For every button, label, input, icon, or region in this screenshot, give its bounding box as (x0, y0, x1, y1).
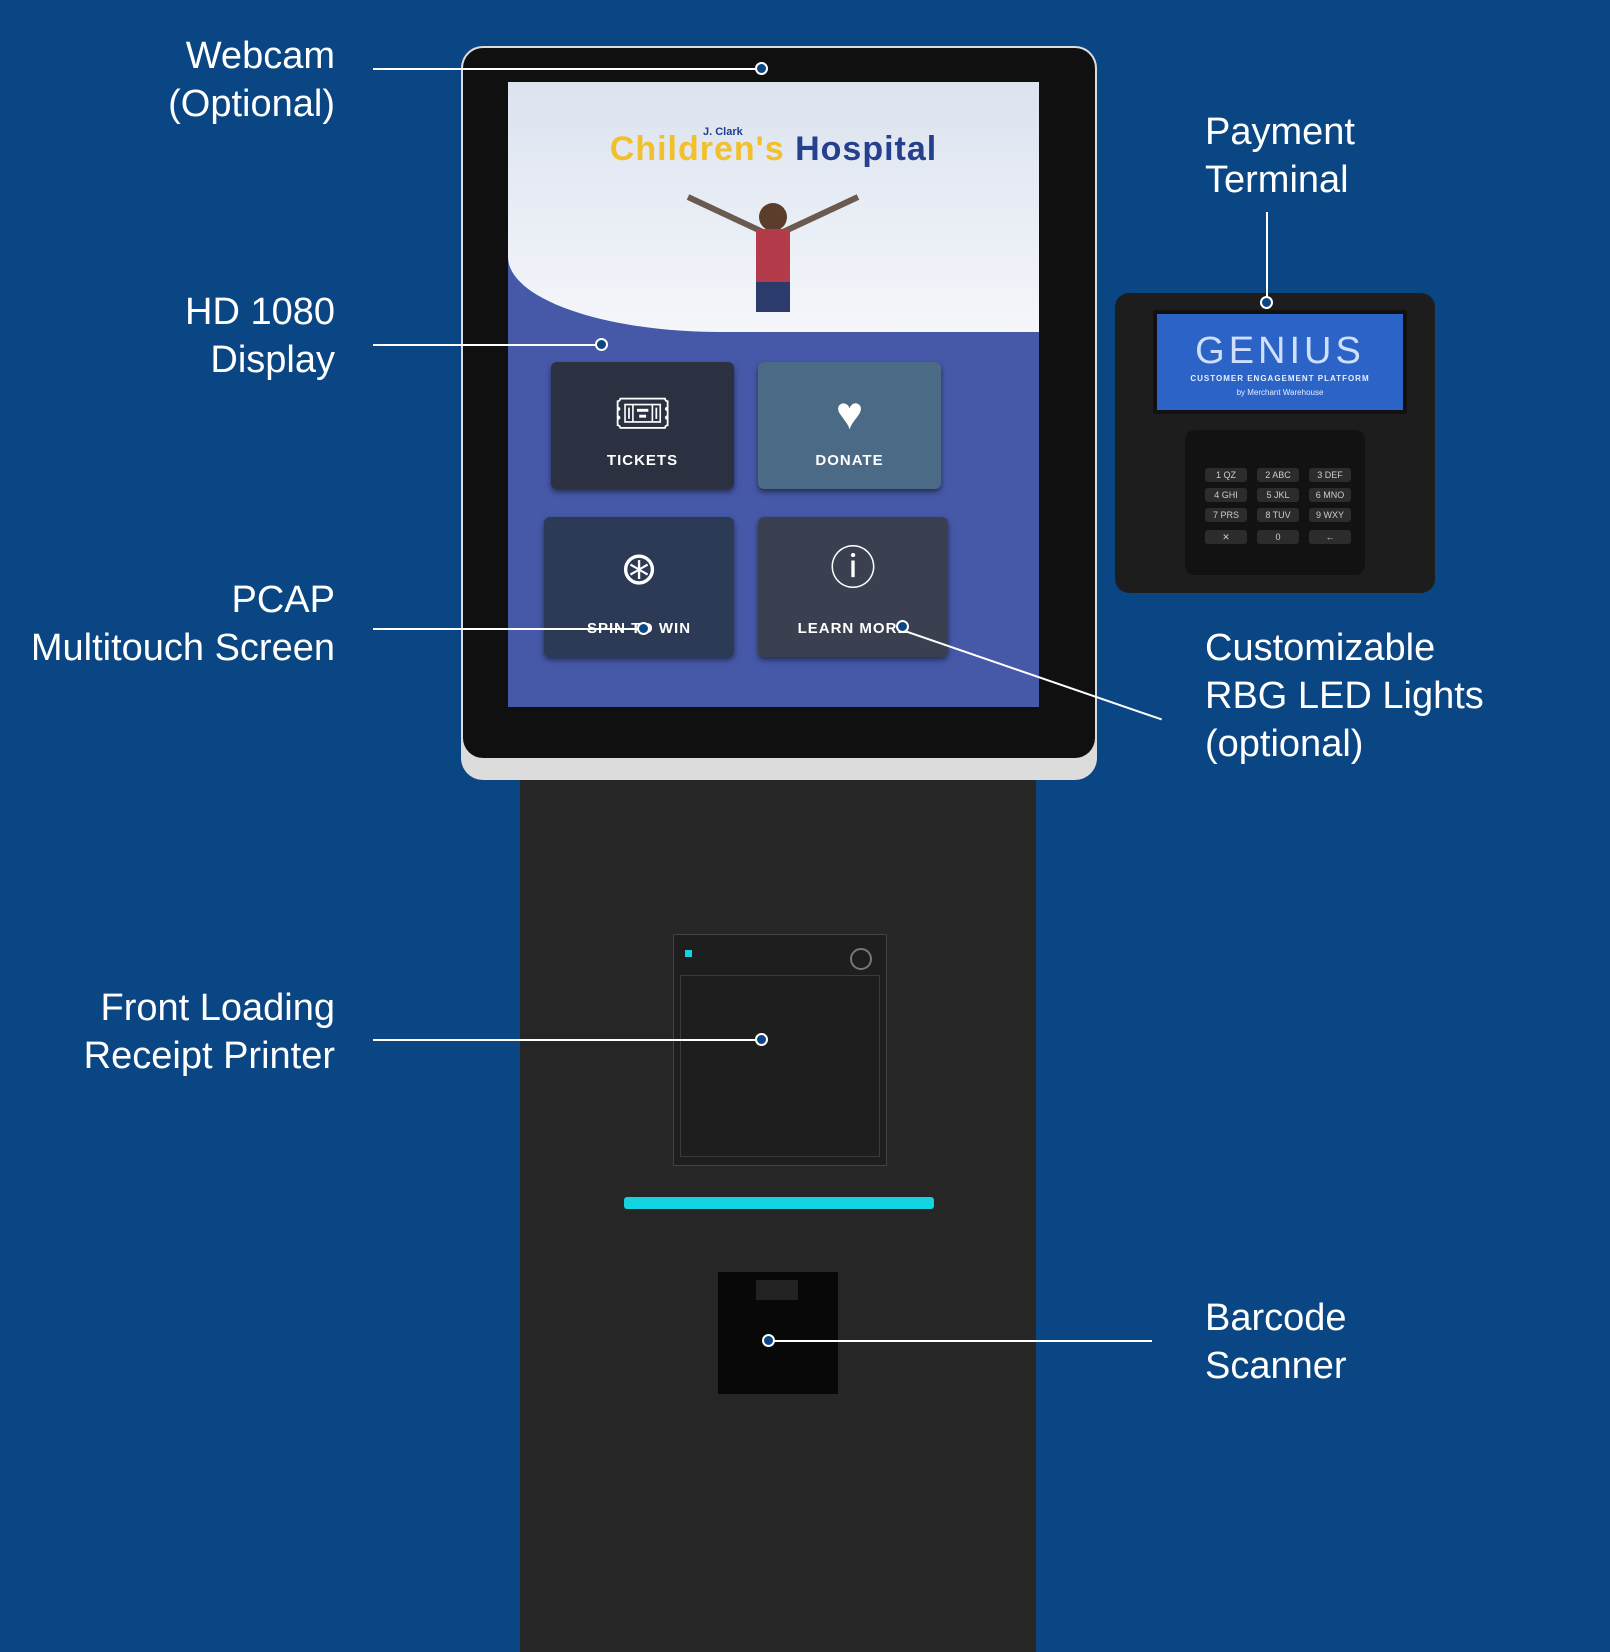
label-led: Customizable RBG LED Lights (optional) (1205, 627, 1484, 765)
key-7[interactable]: 7 PRS (1205, 508, 1247, 522)
pin-keypad: 1 QZ 2 ABC 3 DEF 4 GHI 5 JKL 6 MNO 7 PRS… (1185, 430, 1365, 575)
kiosk-stand (520, 775, 1036, 1652)
key-9[interactable]: 9 WXY (1309, 508, 1351, 522)
callout-dot-display (595, 338, 608, 351)
genius-subtitle: CUSTOMER ENGAGEMENT PLATFORM (1190, 374, 1370, 383)
key-6[interactable]: 6 MNO (1309, 488, 1351, 502)
callout-dot-led (896, 620, 909, 633)
genius-byline: by Merchant Warehouse (1236, 388, 1324, 397)
key-8[interactable]: 8 TUV (1257, 508, 1299, 522)
brand-prefix: J. Clark (703, 126, 743, 138)
label-printer: Front Loading Receipt Printer (83, 987, 335, 1077)
key-cancel[interactable]: ✕ (1205, 530, 1247, 544)
label-pcap: PCAP Multitouch Screen (30, 579, 335, 669)
label-webcam: Webcam (Optional) (168, 35, 335, 125)
donate-hand-heart-icon: ♥ (835, 387, 864, 439)
callout-line-display (373, 344, 599, 346)
key-2[interactable]: 2 ABC (1257, 468, 1299, 482)
printer-button-icon (850, 948, 872, 970)
payment-terminal-screen: GENIUS CUSTOMER ENGAGEMENT PLATFORM by M… (1153, 310, 1407, 414)
label-display: HD 1080 Display (185, 291, 335, 381)
key-0[interactable]: 0 (1257, 530, 1299, 544)
tile-learn-label: LEARN MORE (797, 620, 909, 637)
receipt-printer (673, 934, 887, 1166)
genius-logo: GENIUS (1195, 330, 1365, 372)
brand-part2: Hospital (795, 130, 938, 168)
receipt-printer-door (680, 975, 880, 1157)
callout-dot-payment (1260, 296, 1273, 309)
label-payment: Payment Terminal (1205, 111, 1355, 201)
key-4[interactable]: 4 GHI (1205, 488, 1247, 502)
callout-line-pcap (373, 628, 641, 630)
brand-part1: Children's (609, 130, 785, 168)
tile-donate-label: DONATE (815, 452, 884, 469)
tile-learn-more[interactable]: ⓘ LEARN MORE (758, 517, 948, 657)
callout-dot-webcam (755, 62, 768, 75)
printer-status-led (685, 950, 692, 957)
barcode-scanner-window (756, 1280, 798, 1300)
tile-tickets-label: TICKETS (606, 452, 679, 469)
key-5[interactable]: 5 JKL (1257, 488, 1299, 502)
callout-line-webcam (373, 68, 761, 70)
callout-line-printer (373, 1039, 761, 1041)
info-icon: ⓘ (830, 542, 876, 594)
kiosk-screen: J. Clark Children's Hospital 🎟 TICKETS ♥… (508, 82, 1039, 707)
callout-dot-barcode (762, 1334, 775, 1347)
callout-line-barcode (770, 1340, 1152, 1342)
prize-wheel-icon: ⊛ (619, 542, 659, 594)
tile-tickets[interactable]: 🎟 TICKETS (551, 362, 734, 489)
key-clear[interactable]: ← (1309, 530, 1351, 544)
child-figure-icon (686, 194, 860, 312)
callout-dot-printer (755, 1033, 768, 1046)
key-1[interactable]: 1 QZ (1205, 468, 1247, 482)
tile-spin-to-win[interactable]: ⊛ SPIN TO WIN (544, 517, 734, 657)
callout-line-payment (1266, 212, 1268, 302)
key-3[interactable]: 3 DEF (1309, 468, 1351, 482)
led-light-strip (624, 1197, 934, 1209)
ticket-icon: 🎟 (613, 387, 672, 439)
brand-title: Children's Hospital (508, 130, 1039, 169)
callout-dot-pcap (637, 622, 650, 635)
label-barcode: Barcode Scanner (1205, 1297, 1347, 1387)
tile-donate[interactable]: ♥ DONATE (758, 362, 941, 489)
